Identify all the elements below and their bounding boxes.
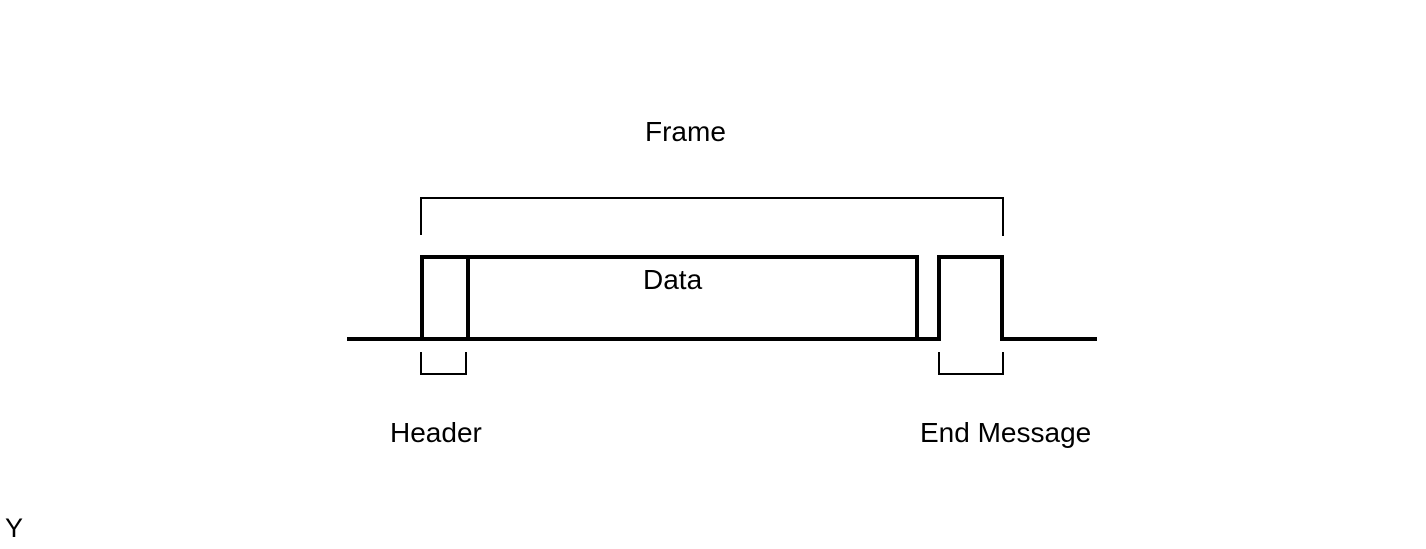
envelope-top-edge: [420, 255, 919, 259]
header-bracket-right-tick: [465, 352, 467, 375]
header-section-label: Header: [390, 417, 482, 448]
frame-bracket-horizontal-line: [420, 197, 1004, 199]
header-bracket-bottom-line: [420, 373, 467, 375]
end-message-pulse-right-edge: [1000, 255, 1004, 341]
data-box-right-edge: [915, 255, 919, 341]
header-bracket-left-tick: [420, 352, 422, 375]
end-message-bracket-left-tick: [938, 352, 940, 375]
end-message-pulse-left-edge: [937, 255, 941, 341]
end-message-duration-bracket: [938, 352, 1004, 375]
baseline-middle-segment: [420, 337, 941, 341]
header-data-divider-edge: [466, 255, 470, 341]
frame-bracket-right-tick: [1002, 197, 1004, 236]
frame-bracket-left-tick: [420, 197, 422, 235]
baseline-right-segment: [1000, 337, 1097, 341]
data-section-label: Data: [643, 264, 703, 295]
end-message-bracket-right-tick: [1002, 352, 1004, 375]
signal-waveform: [347, 255, 1097, 341]
frame-span-bracket: [420, 197, 1004, 236]
frame-title-label: Frame: [645, 116, 726, 147]
baseline-left-segment: [347, 337, 424, 341]
corner-y-label: Y: [5, 513, 24, 543]
header-duration-bracket: [420, 352, 467, 375]
end-message-section-label: End Message: [920, 417, 1092, 448]
header-pulse-left-edge: [420, 255, 424, 341]
end-message-pulse-top-edge: [937, 255, 1004, 259]
end-message-bracket-bottom-line: [938, 373, 1004, 375]
